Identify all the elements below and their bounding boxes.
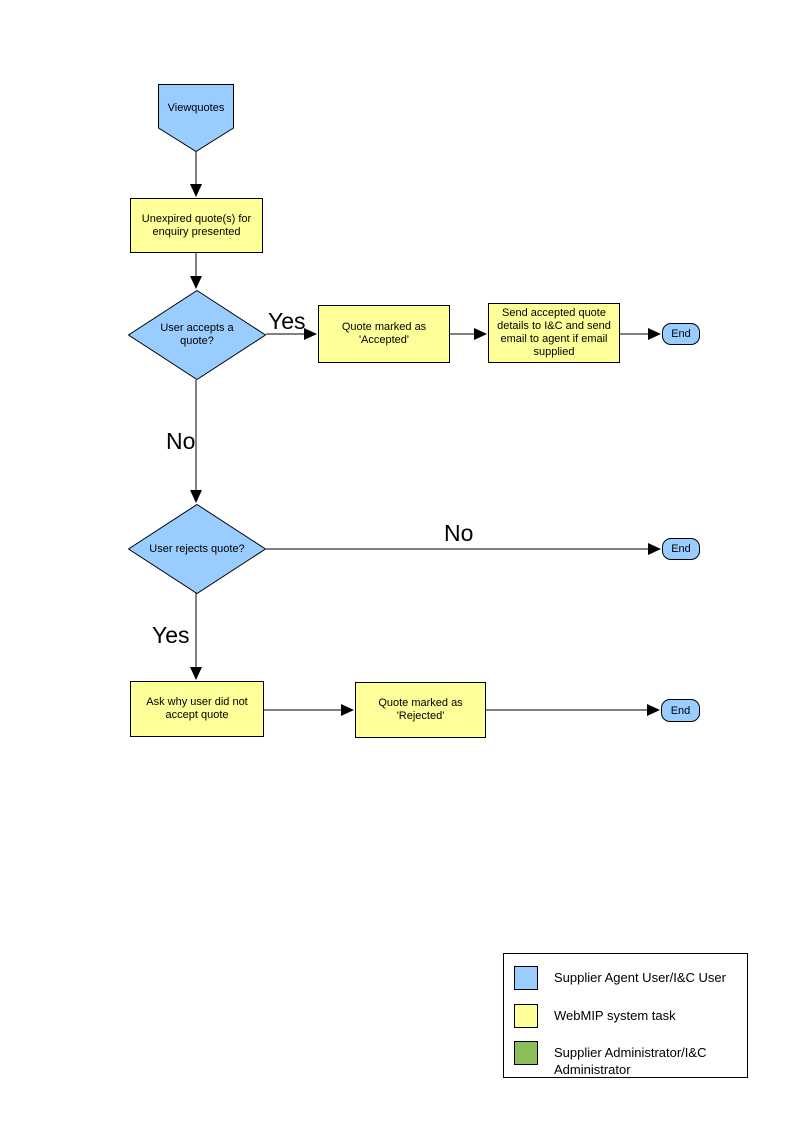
legend-label-supplier-agent: Supplier Agent User/I&C User: [554, 970, 726, 985]
legend-label-supplier-admin: Supplier Administrator/I&C Administrator: [554, 1045, 707, 1077]
legend-label-webmip-task: WebMIP system task: [554, 1008, 676, 1023]
end-node-2-label: End: [671, 543, 691, 555]
legend-swatch-blue: [514, 966, 538, 990]
task-ask-why-label: Ask why user did not accept quote: [146, 696, 248, 721]
end-node-1-label: End: [671, 328, 691, 340]
start-node-label: Viewquotes: [167, 101, 225, 114]
end-node-2: End: [662, 538, 700, 560]
decision-user-rejects-label: User rejects quote?: [149, 542, 245, 555]
legend-item-webmip-task: WebMIP system task: [514, 1004, 739, 1028]
task-quote-accepted: Quote marked as 'Accepted': [318, 305, 450, 363]
task-unexpired-quotes: Unexpired quote(s) for enquiry presented: [130, 198, 263, 253]
diamond-shape: [128, 290, 266, 380]
edge-label-accepts-no: No: [166, 428, 196, 454]
legend-box: Supplier Agent User/I&C User WebMIP syst…: [503, 953, 748, 1078]
edge-label-rejects-no: No: [444, 520, 474, 546]
task-quote-accepted-label: Quote marked as 'Accepted': [341, 321, 427, 346]
task-send-details-label: Send accepted quote details to I&C and s…: [497, 307, 611, 358]
task-quote-rejected-label: Quote marked as 'Rejected': [378, 697, 463, 722]
decision-user-rejects: User rejects quote?: [128, 504, 266, 594]
decision-user-accepts: User accepts a quote?: [128, 290, 266, 380]
end-node-3: End: [661, 699, 700, 722]
legend-swatch-yellow: [514, 1004, 538, 1028]
task-quote-rejected: Quote marked as 'Rejected': [355, 682, 486, 738]
task-ask-why: Ask why user did not accept quote: [130, 681, 264, 737]
diamond-shape: [128, 504, 266, 594]
legend-swatch-green: [514, 1041, 538, 1065]
decision-user-accepts-label: User accepts a quote?: [160, 322, 234, 347]
legend-item-supplier-admin: Supplier Administrator/I&C Administrator: [514, 1041, 739, 1078]
pentagon-shape: [158, 84, 234, 152]
edge-label-rejects-yes: Yes: [152, 622, 190, 648]
end-node-1: End: [662, 323, 700, 345]
task-unexpired-quotes-label: Unexpired quote(s) for enquiry presented: [141, 212, 252, 238]
task-send-details: Send accepted quote details to I&C and s…: [488, 303, 620, 363]
legend-item-supplier-agent: Supplier Agent User/I&C User: [514, 966, 739, 990]
edge-label-accepts-yes: Yes: [268, 308, 306, 334]
start-node-viewquotes: Viewquotes: [158, 84, 234, 152]
end-node-3-label: End: [670, 704, 691, 717]
